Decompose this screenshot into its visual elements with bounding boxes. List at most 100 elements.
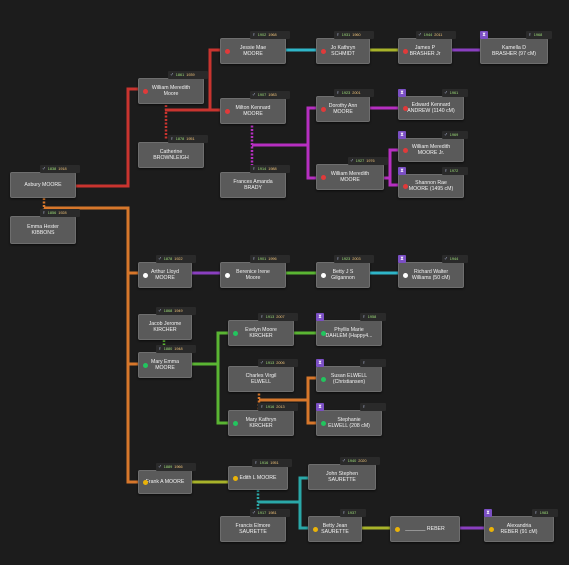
person-name: Catherine [159, 148, 183, 155]
birth-year: 1868 [163, 309, 173, 313]
life-dates-badge: ♀ [360, 359, 386, 367]
female-icon: ♀ [534, 510, 538, 516]
branch-dot-icon [395, 526, 400, 532]
male-icon: ♂ [350, 158, 354, 164]
person-name: William Meredith [151, 84, 191, 91]
birth-year: 1861 [175, 73, 185, 77]
person-name: Francis Elmore [235, 522, 271, 529]
death-year: 1996 [268, 257, 277, 261]
person-name: _______ REBER [405, 525, 445, 532]
person-name: Betty Jean [322, 522, 348, 529]
person-name: Shannon Rae [415, 179, 447, 186]
person-name: Emma Hester [27, 223, 59, 230]
death-year: 1922 [174, 257, 183, 261]
life-dates-badge: ♀1937 [340, 509, 366, 517]
person-card-reber[interactable]: _______ REBER [390, 516, 460, 542]
dna-match-icon: ⧗ [398, 255, 406, 263]
branch-dot-icon [143, 479, 148, 485]
death-year: 2006 [276, 361, 285, 365]
male-icon: ♂ [444, 90, 448, 96]
male-icon: ♂ [42, 166, 46, 172]
death-year: 1939 [186, 73, 195, 77]
birth-year: 1927 [355, 159, 365, 163]
person-name: Williams (50 cM) [411, 275, 451, 281]
female-icon: ♀ [444, 168, 448, 174]
death-year: 1988 [268, 167, 277, 171]
branch-dot-icon [225, 272, 230, 278]
branch-dot-icon [403, 272, 408, 278]
branch-dot-icon [403, 147, 408, 153]
branch-dot-icon [143, 272, 148, 278]
female-icon: ♀ [254, 460, 258, 466]
person-card-frank[interactable]: Frank A MOORE [138, 470, 192, 494]
person-name: (Christiansen) [332, 379, 366, 385]
person-name: SAURETTE [328, 477, 356, 483]
person-name: James P [414, 44, 436, 51]
female-icon: ♀ [336, 32, 340, 38]
birth-year: 1958 [367, 315, 377, 319]
person-name: MOORE [155, 365, 175, 371]
person-name: SAURETTE [321, 529, 349, 535]
birth-year: 1940 [347, 459, 357, 463]
person-name: MOORE [155, 275, 175, 281]
person-name: BROWNLEIGH [153, 155, 189, 161]
death-year: 2003 [352, 257, 361, 261]
person-name: MOORE (1495 cM) [408, 186, 454, 192]
link-edith-children [258, 476, 308, 530]
birth-year: 1902 [257, 33, 267, 37]
male-icon: ♂ [252, 92, 256, 98]
person-card-edith[interactable]: Edith L MOORE [228, 466, 288, 490]
person-name: MOORE Jr. [417, 150, 445, 156]
male-icon: ♂ [158, 308, 162, 314]
person-card-asbury[interactable]: Asbury MOORE [10, 172, 76, 198]
branch-dot-icon [143, 88, 148, 94]
birth-year: 1916 [259, 461, 269, 465]
birth-year: 1944 [423, 33, 433, 37]
branch-dot-icon [225, 48, 230, 54]
female-icon: ♀ [342, 510, 346, 516]
person-name: REBER (91 cM) [500, 529, 538, 535]
link-elwell-children [259, 376, 316, 425]
life-dates-badge: ♀1983 [532, 509, 558, 517]
person-card-susan[interactable]: Susan ELWELL(Christiansen) [316, 366, 382, 392]
dna-match-icon: ⧗ [398, 167, 406, 175]
person-name: MOORE [340, 177, 360, 183]
life-dates-badge: ♂1944 [442, 255, 468, 263]
